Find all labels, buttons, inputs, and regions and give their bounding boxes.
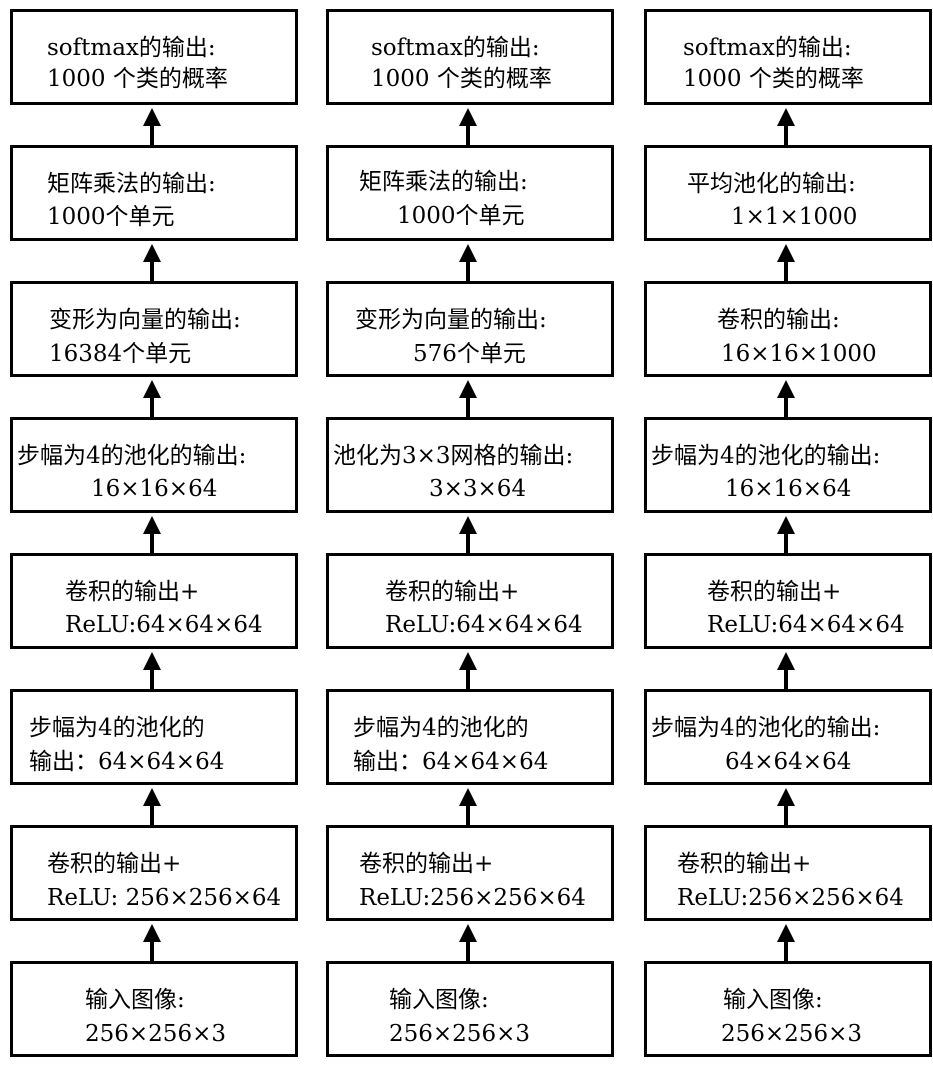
box-line-1: softmax的输出:	[47, 35, 216, 61]
box-line-1: 矩阵乘法的输出:	[359, 169, 528, 195]
box-line-1: 卷积的输出+	[359, 851, 494, 877]
box-line-1: 变形为向量的输出:	[49, 307, 241, 333]
box-line-1: 输入图像:	[389, 987, 489, 1013]
arrow-up	[777, 380, 795, 417]
box-line-2: 1000 个类的概率	[47, 66, 228, 92]
box-line-2: 1000个单元	[47, 204, 175, 230]
box-line-1: 步幅为4的池化的输出:	[17, 443, 247, 469]
box-line-1: 卷积的输出:	[717, 307, 840, 333]
box-line-2: ReLU:256×256×64	[677, 885, 904, 911]
box-line-2: 16×16×64	[725, 476, 852, 502]
box-conv-relu-output: 卷积的输出+ ReLU: 256×256×64	[10, 825, 298, 921]
box-grid-pooling-output: 池化为3×3网格的输出: 3×3×64	[326, 417, 614, 513]
box-line-1: 池化为3×3网格的输出:	[333, 443, 574, 469]
box-conv-relu-output: 卷积的输出+ ReLU:256×256×64	[644, 825, 932, 921]
box-matmul-output: 矩阵乘法的输出: 1000个单元	[10, 145, 298, 241]
box-pooling-output: 步幅为4的池化的 输出：64×64×64	[10, 689, 298, 785]
box-line-2: 16×16×64	[91, 476, 218, 502]
arrow-up	[459, 652, 477, 689]
arrow-up	[143, 244, 161, 281]
arrow-up	[459, 380, 477, 417]
arrow-up	[459, 244, 477, 281]
box-line-2: ReLU:64×64×64	[385, 612, 583, 638]
box-line-2: 576个单元	[413, 341, 526, 367]
box-line-2: 256×256×3	[389, 1021, 530, 1047]
network-column-1: softmax的输出: 1000 个类的概率 矩阵乘法的输出: 1000个单元 …	[10, 0, 300, 1070]
arrow-up	[777, 924, 795, 961]
box-conv-relu-output: 卷积的输出+ ReLU:256×256×64	[326, 825, 614, 921]
box-reshape-output: 变形为向量的输出: 576个单元	[326, 281, 614, 377]
box-pooling-output: 步幅为4的池化的 输出：64×64×64	[326, 689, 614, 785]
arrow-up	[777, 652, 795, 689]
arrow-up	[777, 244, 795, 281]
box-matmul-output: 矩阵乘法的输出: 1000个单元	[326, 145, 614, 241]
box-pooling-output: 步幅为4的池化的输出: 64×64×64	[644, 689, 932, 785]
arrow-up	[777, 108, 795, 145]
arrow-up	[143, 924, 161, 961]
network-column-3: softmax的输出: 1000 个类的概率 平均池化的输出: 1×1×1000…	[644, 0, 933, 1070]
box-line-1: 步幅为4的池化的	[353, 715, 529, 741]
box-line-2: 输出：64×64×64	[353, 749, 549, 775]
box-line-1: 输入图像:	[723, 987, 823, 1013]
box-line-2: 16384个单元	[49, 341, 192, 367]
box-conv-relu-output: 卷积的输出+ ReLU:64×64×64	[326, 553, 614, 649]
arrow-up	[143, 788, 161, 825]
arrow-up	[143, 652, 161, 689]
box-line-2: 1000个单元	[397, 203, 525, 229]
box-input-image: 输入图像: 256×256×3	[10, 961, 298, 1057]
box-line-2: 输出：64×64×64	[29, 749, 225, 775]
box-line-1: 矩阵乘法的输出:	[47, 171, 216, 197]
arrow-up	[459, 108, 477, 145]
arrow-up	[143, 516, 161, 553]
box-line-2: 256×256×3	[85, 1021, 226, 1047]
box-line-2: 16×16×1000	[721, 341, 877, 367]
box-pooling-output: 步幅为4的池化的输出: 16×16×64	[10, 417, 298, 513]
arrow-up	[777, 516, 795, 553]
box-softmax-output: softmax的输出: 1000 个类的概率	[10, 9, 298, 105]
box-line-1: 输入图像:	[85, 987, 185, 1013]
box-line-1: 卷积的输出+	[677, 851, 812, 877]
box-line-2: 1×1×1000	[731, 204, 858, 230]
box-line-1: 平均池化的输出:	[687, 171, 856, 197]
box-line-2: 256×256×3	[721, 1021, 862, 1047]
arrow-up	[459, 924, 477, 961]
box-line-2: 3×3×64	[429, 476, 527, 502]
box-line-1: softmax的输出:	[683, 35, 852, 61]
box-avg-pooling-output: 平均池化的输出: 1×1×1000	[644, 145, 932, 241]
box-line-1: softmax的输出:	[371, 35, 540, 61]
box-line-2: 1000 个类的概率	[371, 66, 552, 92]
box-line-1: 卷积的输出+	[707, 579, 842, 605]
box-conv-relu-output: 卷积的输出+ ReLU:64×64×64	[644, 553, 932, 649]
box-softmax-output: softmax的输出: 1000 个类的概率	[644, 9, 932, 105]
box-line-2: ReLU: 256×256×64	[47, 885, 282, 911]
box-conv-output: 卷积的输出: 16×16×1000	[644, 281, 932, 377]
box-pooling-output: 步幅为4的池化的输出: 16×16×64	[644, 417, 932, 513]
box-line-2: 64×64×64	[725, 749, 852, 775]
box-reshape-output: 变形为向量的输出: 16384个单元	[10, 281, 298, 377]
box-input-image: 输入图像: 256×256×3	[326, 961, 614, 1057]
box-line-2: ReLU:64×64×64	[65, 612, 263, 638]
arrow-up	[143, 108, 161, 145]
box-line-1: 步幅为4的池化的输出:	[651, 443, 881, 469]
arrow-up	[459, 516, 477, 553]
arrow-up	[459, 788, 477, 825]
box-line-2: ReLU:64×64×64	[707, 612, 905, 638]
box-line-1: 卷积的输出+	[65, 579, 200, 605]
network-column-2: softmax的输出: 1000 个类的概率 矩阵乘法的输出: 1000个单元 …	[326, 0, 616, 1070]
box-line-1: 卷积的输出+	[47, 851, 182, 877]
box-line-2: 1000 个类的概率	[683, 66, 864, 92]
box-line-2: ReLU:256×256×64	[359, 885, 586, 911]
box-line-1: 步幅为4的池化的输出:	[651, 715, 881, 741]
box-line-1: 卷积的输出+	[385, 579, 520, 605]
box-line-1: 变形为向量的输出:	[355, 307, 547, 333]
box-line-1: 步幅为4的池化的	[29, 715, 205, 741]
box-conv-relu-output: 卷积的输出+ ReLU:64×64×64	[10, 553, 298, 649]
box-softmax-output: softmax的输出: 1000 个类的概率	[326, 9, 614, 105]
arrow-up	[143, 380, 161, 417]
arrow-up	[777, 788, 795, 825]
box-input-image: 输入图像: 256×256×3	[644, 961, 932, 1057]
